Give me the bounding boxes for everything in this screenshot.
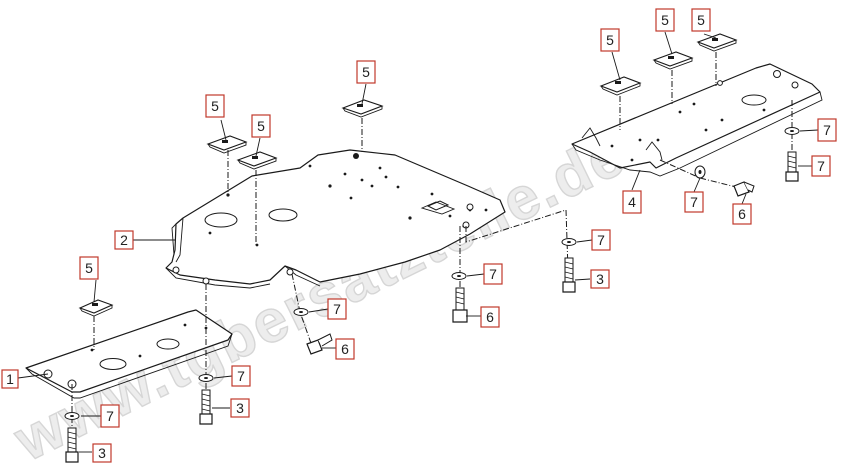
svg-text:5: 5 — [85, 260, 93, 276]
clip-5f — [652, 51, 694, 70]
callout-5-front: 5 — [79, 256, 99, 280]
svg-text:5: 5 — [697, 12, 705, 28]
callout-7-center: 7 — [483, 263, 503, 285]
svg-text:3: 3 — [236, 400, 244, 416]
callout-5-top: 5 — [356, 60, 376, 84]
callout-6-front: 6 — [335, 338, 355, 360]
callout-4: 4 — [622, 190, 642, 214]
svg-text:2: 2 — [120, 232, 128, 248]
clip-5e — [599, 76, 642, 96]
svg-text:7: 7 — [333, 301, 341, 317]
svg-text:5: 5 — [661, 12, 669, 28]
callout-7-rear-low: 7 — [684, 191, 704, 213]
svg-text:6: 6 — [486, 309, 494, 325]
svg-text:5: 5 — [362, 64, 370, 80]
callout-7-middle: 7 — [231, 365, 251, 387]
callout-5-left-a: 5 — [205, 94, 225, 118]
callout-3-rear: 7 — [811, 155, 831, 177]
skid-plate-center — [165, 149, 506, 289]
flange-nuts — [306, 181, 755, 355]
callout-5-rear-c: 5 — [691, 8, 711, 32]
callout-7-rear-right: 7 — [817, 118, 837, 142]
clip-5g — [696, 33, 738, 52]
callout-7-skid: 7 — [327, 298, 347, 320]
svg-text:1: 1 — [6, 371, 14, 387]
clip-5b — [206, 135, 248, 154]
leader-lines — [17, 31, 819, 453]
callout-1: 1 — [1, 369, 19, 389]
svg-text:3: 3 — [596, 271, 604, 287]
skid-plate-front — [25, 309, 233, 399]
svg-text:5: 5 — [257, 118, 265, 134]
callout-2: 2 — [114, 230, 134, 250]
washers — [64, 127, 800, 420]
svg-text:7: 7 — [106, 408, 114, 424]
svg-text:7: 7 — [489, 266, 497, 282]
clip-5c — [236, 151, 278, 170]
svg-text:7: 7 — [817, 158, 825, 174]
svg-text:5: 5 — [211, 98, 219, 114]
svg-text:5: 5 — [606, 32, 614, 48]
callout-5-rear-a: 5 — [600, 28, 620, 52]
callout-3-front: 3 — [92, 443, 112, 463]
svg-text:7: 7 — [597, 232, 605, 248]
clip-5d — [341, 99, 384, 118]
clip-5a — [78, 299, 114, 317]
callout-6-rear: 6 — [732, 203, 752, 225]
callout-3-middle: 3 — [230, 398, 250, 418]
svg-text:3: 3 — [98, 445, 106, 461]
svg-text:6: 6 — [341, 341, 349, 357]
callout-5-left-b: 5 — [251, 114, 271, 138]
svg-text:7: 7 — [823, 122, 831, 138]
skid-plate-rear — [571, 63, 823, 177]
callout-7-center-right: 7 — [591, 229, 611, 251]
svg-text:7: 7 — [690, 194, 698, 210]
callout-7-front: 7 — [100, 404, 120, 428]
bolts — [65, 151, 799, 463]
callout-5-rear-b: 5 — [655, 8, 675, 32]
svg-text:7: 7 — [237, 368, 245, 384]
callout-3-center: 3 — [590, 269, 610, 289]
svg-text:6: 6 — [738, 206, 746, 222]
svg-text:4: 4 — [628, 194, 636, 210]
callout-6-center: 6 — [480, 306, 500, 328]
